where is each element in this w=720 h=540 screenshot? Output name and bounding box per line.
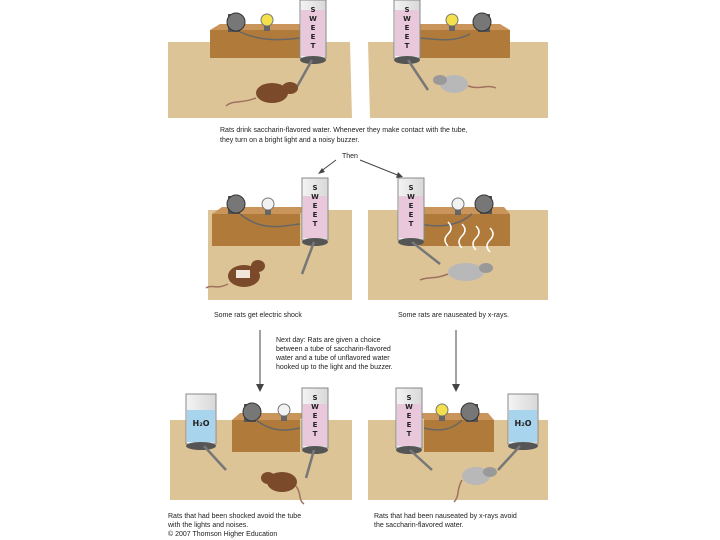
tube-letter: T xyxy=(313,220,318,228)
wooden-box-top xyxy=(412,24,510,30)
tube-letter: T xyxy=(313,430,318,438)
tube-letter: T xyxy=(311,42,316,50)
panel-middle-right xyxy=(368,178,548,300)
wooden-box-top xyxy=(418,413,494,420)
wooden-box xyxy=(420,30,510,58)
tube-letter: E xyxy=(313,211,318,219)
caption-nextday-line2: between a tube of saccharin-flavored xyxy=(276,345,391,354)
wooden-box xyxy=(212,214,300,246)
caption-nextday-line1: Next day: Rats are given a choice xyxy=(276,336,381,345)
caption-nextday-line3: water and a tube of unflavored water xyxy=(276,354,390,363)
panel-top-right xyxy=(368,0,548,118)
wooden-box-top xyxy=(210,24,308,30)
tube-letter: E xyxy=(313,412,318,420)
wooden-box xyxy=(232,420,300,452)
tube-letter: T xyxy=(407,430,412,438)
caption-intro-line2: they turn on a bright light and a noisy … xyxy=(220,136,359,145)
tube-letter: S xyxy=(310,6,315,14)
water-label: H₂O xyxy=(193,419,210,428)
tube-letter: E xyxy=(405,33,410,41)
tube-letter: T xyxy=(409,220,414,228)
tube-letter: E xyxy=(407,412,412,420)
tube-letter: W xyxy=(403,15,411,23)
caption-intro-line1: Rats drink saccharin-flavored water. Whe… xyxy=(220,126,467,135)
tube-letter: S xyxy=(408,184,413,192)
panel-top-left xyxy=(168,0,352,118)
caption-result-right-line2: the saccharin-flavored water. xyxy=(374,521,464,530)
caption-result-right-line1: Rats that had been nauseated by x-rays a… xyxy=(374,512,517,521)
caption-result-left-line2: with the lights and noises. xyxy=(168,521,248,530)
tube-letter: E xyxy=(313,202,318,210)
tube-letter: S xyxy=(406,394,411,402)
panel-bottom-right xyxy=(368,388,548,502)
tube-letter: S xyxy=(312,394,317,402)
wooden-box-top xyxy=(212,207,306,214)
caption-xray: Some rats are nauseated by x-rays. xyxy=(398,311,509,320)
tube-letter: W xyxy=(405,403,413,411)
tube-letter: S xyxy=(312,184,317,192)
tube-letter: E xyxy=(407,421,412,429)
caption-nextday-line4: hooked up to the light and the buzzer. xyxy=(276,363,393,372)
tube-letter: E xyxy=(313,421,318,429)
caption-result-left-line1: Rats that had been shocked avoid the tub… xyxy=(168,512,301,521)
tube-letter: W xyxy=(309,15,317,23)
tube-letter: W xyxy=(311,403,319,411)
tube-letter: W xyxy=(311,193,319,201)
then-arrows xyxy=(318,160,403,178)
tube-letter: T xyxy=(405,42,410,50)
caption-shock: Some rats get electric shock xyxy=(214,311,302,320)
tube-letter: E xyxy=(409,211,414,219)
tube-letter: E xyxy=(311,24,316,32)
panel-middle-left xyxy=(206,178,352,300)
copyright-text: © 2007 Thomson Higher Education xyxy=(168,530,277,539)
water-label: H₂O xyxy=(515,419,532,428)
tube-letter: E xyxy=(409,202,414,210)
tube-letter: E xyxy=(311,33,316,41)
wooden-box xyxy=(210,30,300,58)
tube-letter: W xyxy=(407,193,415,201)
caption-then: Then xyxy=(342,152,358,161)
panel-bottom-left xyxy=(170,388,352,504)
tube-letter: S xyxy=(404,6,409,14)
wooden-box xyxy=(424,420,494,452)
tube-letter: E xyxy=(405,24,410,32)
